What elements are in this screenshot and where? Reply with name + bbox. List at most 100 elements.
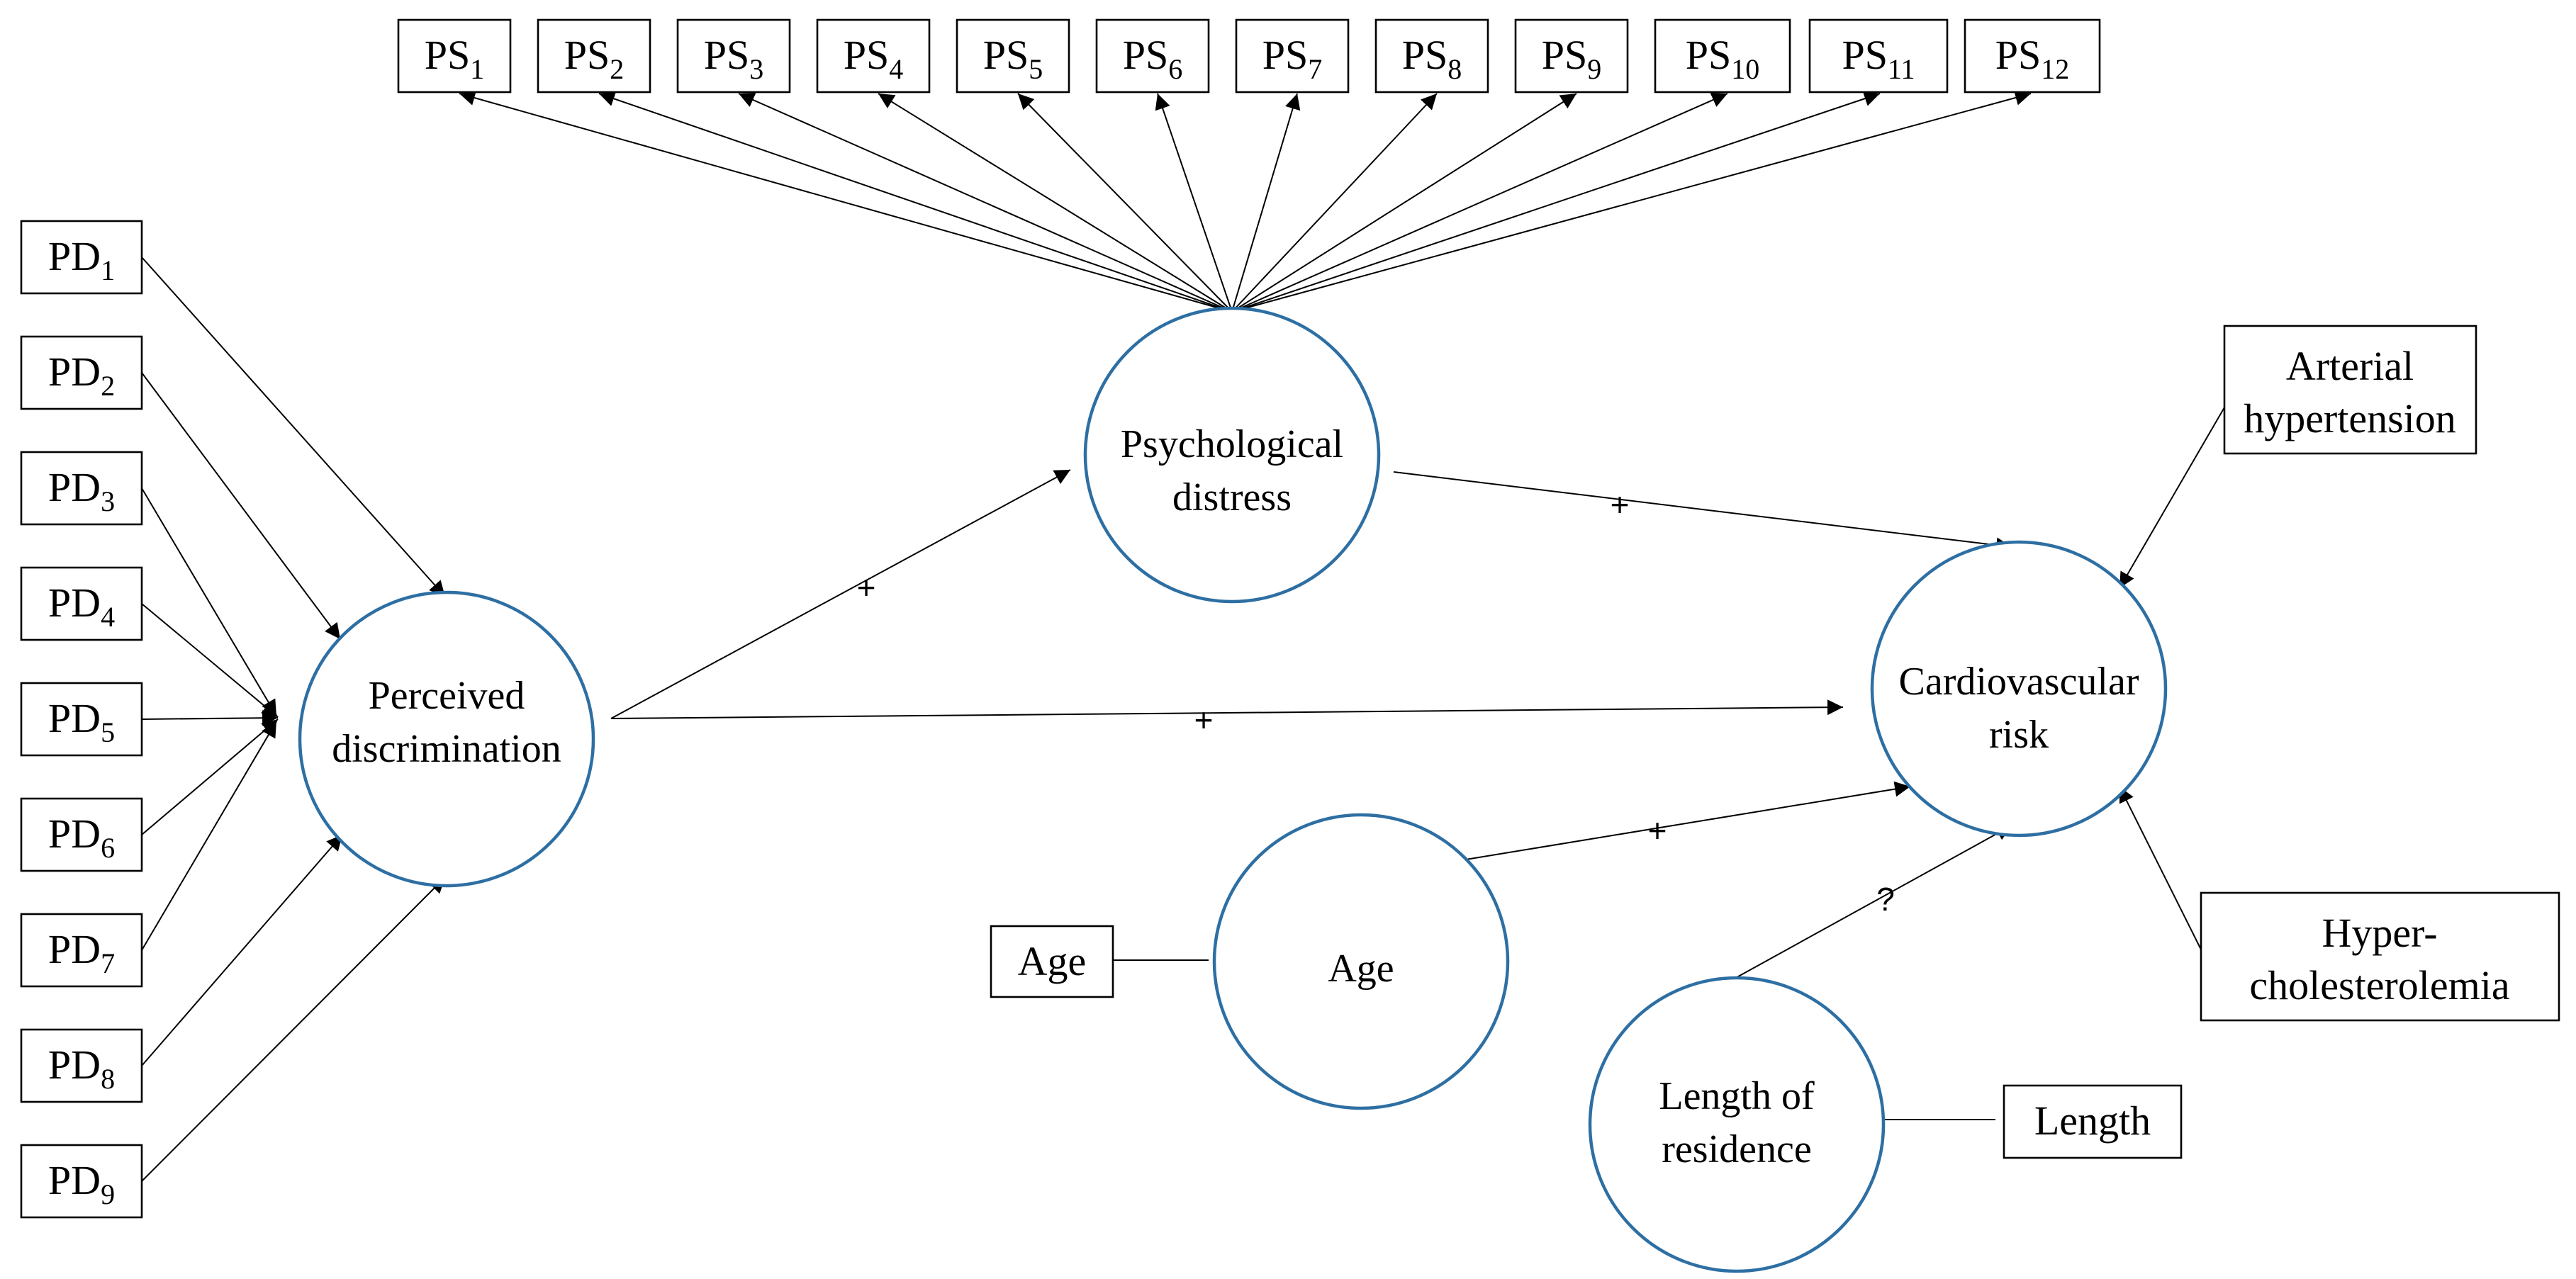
svg-text:Age: Age <box>1018 938 1087 984</box>
indicator-length: Length <box>2003 1084 2183 1159</box>
indicator-age: Age <box>990 925 1114 998</box>
construct-cardiovascular-risk: Cardiovascular risk <box>1870 540 2168 838</box>
indicator-pd8: PD8 <box>20 1028 143 1103</box>
svg-text:discrimination: discrimination <box>332 727 561 771</box>
edge-length-to-cardio <box>1732 825 2012 980</box>
svg-text:PS10: PS10 <box>1686 32 1760 85</box>
indicator-pd9: PD9 <box>20 1144 143 1219</box>
edge-pd5 <box>141 710 279 726</box>
edge-pd7 <box>141 721 277 951</box>
edge-ps3 <box>738 92 1233 312</box>
svg-text:PD2: PD2 <box>48 349 115 402</box>
edge-ps4 <box>878 93 1233 312</box>
indicator-pd1: PD1 <box>20 220 143 295</box>
edge-age-to-cardio <box>1465 781 1911 860</box>
svg-text:PD4: PD4 <box>48 580 115 633</box>
indicator-ps6: PS6 <box>1095 18 1210 94</box>
svg-text:Hyper-: Hyper- <box>2322 910 2437 956</box>
svg-text:Psychological: Psychological <box>1121 422 1343 466</box>
indicator-hypercholesterolemia: Hyper- cholesterolemia <box>2200 891 2560 1022</box>
svg-text:PS12: PS12 <box>1995 32 2070 85</box>
construct-age: Age <box>1212 813 1510 1110</box>
svg-text:Cardiovascular: Cardiovascular <box>1899 660 2139 704</box>
svg-text:risk: risk <box>1989 713 2049 757</box>
sign-psych-cardio: + <box>1611 486 1630 523</box>
edge-hyper-to-cardio <box>2119 786 2202 950</box>
structural-edges <box>610 407 2225 1120</box>
edge-ps11 <box>1231 91 1881 312</box>
svg-text:PS8: PS8 <box>1402 32 1462 85</box>
sign-length-cardio: ? <box>1876 881 1895 918</box>
construct-psychological-distress: Psychological distress <box>1083 306 1381 604</box>
edge-ps10 <box>1231 92 1728 312</box>
svg-text:distress: distress <box>1172 475 1292 519</box>
construct-length-of-residence: Length of residence <box>1588 976 1886 1273</box>
svg-text:cholesterolemia: cholesterolemia <box>2249 962 2509 1008</box>
svg-text:PD3: PD3 <box>48 464 115 517</box>
indicator-ps12: PS12 <box>1964 18 2101 94</box>
svg-text:PD7: PD7 <box>48 926 115 979</box>
edge-ps6 <box>1155 93 1233 312</box>
pd-edges <box>141 257 446 1182</box>
edge-pd1 <box>141 257 446 597</box>
svg-text:PD1: PD1 <box>48 233 115 286</box>
edge-ps7 <box>1231 93 1301 312</box>
indicator-pd3: PD3 <box>20 451 143 526</box>
indicator-ps8: PS8 <box>1374 18 1489 94</box>
svg-text:PS4: PS4 <box>844 32 904 85</box>
svg-text:PS7: PS7 <box>1262 32 1323 85</box>
svg-text:PS9: PS9 <box>1542 32 1602 85</box>
svg-text:PS6: PS6 <box>1123 32 1183 85</box>
edge-pd2 <box>141 372 341 640</box>
svg-text:PS2: PS2 <box>564 32 625 85</box>
edge-pd8 <box>141 834 343 1066</box>
indicator-pd4: PD4 <box>20 566 143 641</box>
edge-psych-to-cardio <box>1393 471 2012 553</box>
svg-text:Age: Age <box>1328 947 1394 991</box>
sign-perceived-cardio: + <box>1194 702 1214 738</box>
edge-perceived-to-psych <box>610 469 1071 719</box>
pd-indicators: PD1 PD2 PD3 PD4 PD5 PD6 PD7 PD8 PD9 <box>20 220 143 1219</box>
edge-pd9 <box>141 877 446 1182</box>
svg-text:hypertension: hypertension <box>2244 395 2456 441</box>
sign-age-cardio: + <box>1648 812 1667 849</box>
indicator-ps11: PS11 <box>1808 18 1949 94</box>
sign-perceived-psych: + <box>857 569 876 606</box>
indicator-ps10: PS10 <box>1654 18 1791 94</box>
indicator-pd6: PD6 <box>20 797 143 872</box>
svg-text:PS11: PS11 <box>1842 32 1915 85</box>
svg-text:Length: Length <box>2034 1098 2151 1144</box>
edge-ps1 <box>459 90 1233 312</box>
svg-text:PD9: PD9 <box>48 1157 115 1210</box>
edge-arterial-to-cardio <box>2119 407 2225 589</box>
indicator-ps1: PS1 <box>397 18 512 94</box>
edge-ps9 <box>1231 93 1577 312</box>
indicator-arterial-hypertension: Arterial hypertension <box>2223 325 2477 455</box>
edge-ps2 <box>598 91 1233 312</box>
svg-text:PD6: PD6 <box>48 811 115 864</box>
indicator-pd7: PD7 <box>20 913 143 988</box>
edge-ps5 <box>1017 93 1233 312</box>
svg-text:PS5: PS5 <box>983 32 1043 85</box>
edge-perceived-to-cardio <box>610 699 1844 719</box>
svg-text:Length of: Length of <box>1659 1074 1815 1118</box>
svg-text:residence: residence <box>1662 1127 1811 1171</box>
edge-ps8 <box>1231 93 1438 312</box>
svg-text:PD8: PD8 <box>48 1042 115 1095</box>
ps-indicators: PS1 PS2 PS3 PS4 PS5 PS6 PS7 PS8 PS9 PS10… <box>397 18 2101 94</box>
ps-edges <box>459 90 2032 312</box>
indicator-pd5: PD5 <box>20 682 143 757</box>
indicator-ps4: PS4 <box>816 18 931 94</box>
indicator-ps9: PS9 <box>1514 18 1629 94</box>
indicator-pd2: PD2 <box>20 335 143 410</box>
svg-text:Arterial: Arterial <box>2286 343 2414 389</box>
svg-text:PD5: PD5 <box>48 695 115 748</box>
path-signs: + + + + ? <box>857 486 1895 918</box>
indicator-ps2: PS2 <box>537 18 651 94</box>
svg-text:PS1: PS1 <box>425 32 485 85</box>
svg-text:PS3: PS3 <box>704 32 764 85</box>
indicator-ps7: PS7 <box>1235 18 1350 94</box>
indicator-ps5: PS5 <box>956 18 1070 94</box>
edge-pd3 <box>141 488 277 716</box>
